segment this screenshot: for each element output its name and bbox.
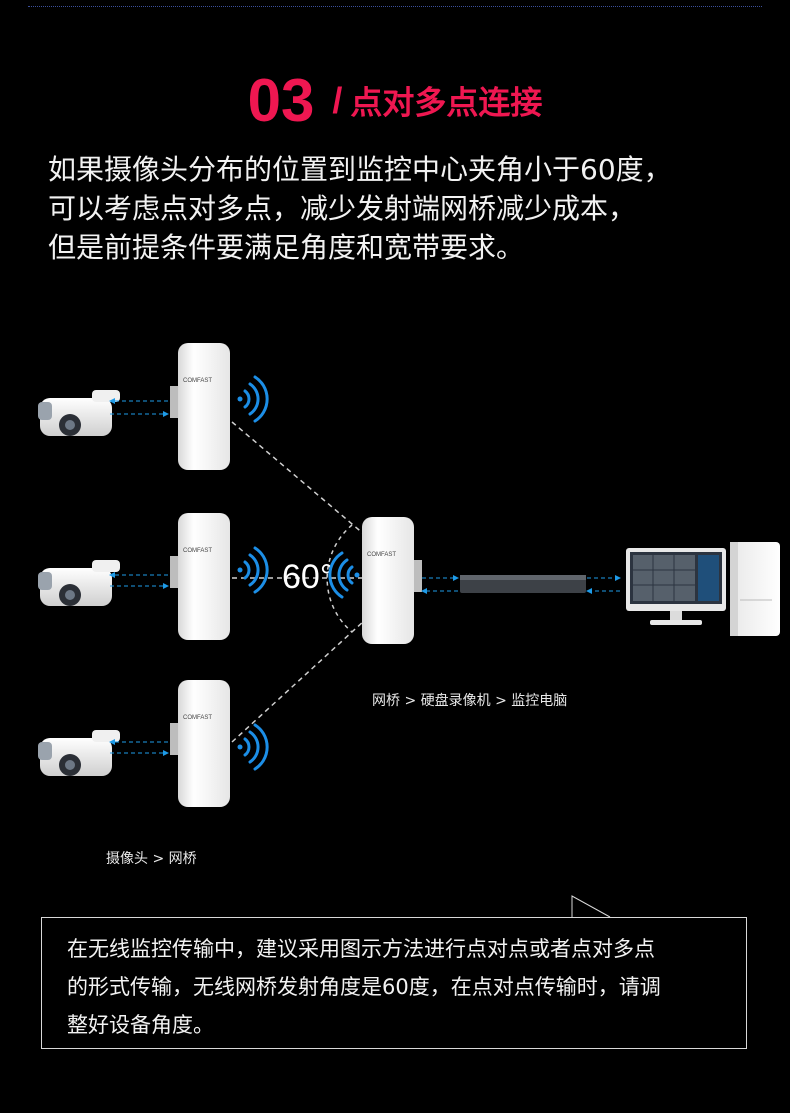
camera-1 <box>38 390 120 436</box>
bridge-3: COMFAST <box>170 680 230 807</box>
section-heading: 03 /点对多点连接 <box>0 66 790 135</box>
note-box <box>41 917 747 1049</box>
bridge-brand-label: COMFAST <box>367 552 396 558</box>
intro-line: 但是前提条件要满足角度和宽带要求。 <box>48 231 525 264</box>
wifi-signal-icon <box>237 723 269 771</box>
note-line: 的形式传输，无线网桥发射角度是60度，在点对点传输时，请调 <box>67 975 661 999</box>
intro-paragraph: 如果摄像头分布的位置到监控中心夹角小于60度， 可以考虑点对多点，减少发射端网桥… <box>48 150 768 267</box>
bridge-brand-label: COMFAST <box>183 548 212 554</box>
camera-2 <box>38 560 120 606</box>
wifi-signal-icon <box>328 551 360 599</box>
central-bridge: COMFAST <box>362 517 422 644</box>
camera-3 <box>38 730 120 776</box>
wifi-signal-icon <box>237 375 269 423</box>
pc-tower <box>730 542 780 636</box>
intro-line: 可以考虑点对多点，减少发射端网桥减少成本， <box>48 192 637 225</box>
link-line-top <box>231 421 366 536</box>
angle-arc <box>326 524 353 633</box>
nvr-recorder <box>460 575 586 593</box>
top-divider <box>28 6 762 7</box>
caption-camera-bridge: 摄像头 > 网桥 <box>106 851 197 867</box>
heading-slash: / <box>332 79 343 121</box>
link-line-bottom <box>231 619 366 743</box>
wifi-signal-icon <box>237 546 269 594</box>
bridge-brand-label: COMFAST <box>183 378 212 384</box>
intro-line: 如果摄像头分布的位置到监控中心夹角小于60度， <box>48 153 672 186</box>
note-line: 在无线监控传输中，建议采用图示方法进行点对点或者点对多点 <box>67 937 655 961</box>
section-number: 03 <box>247 67 315 134</box>
section-title: 点对多点连接 <box>350 83 543 122</box>
note-text: 在无线监控传输中，建议采用图示方法进行点对点或者点对多点 的形式传输，无线网桥发… <box>67 930 737 1044</box>
bridge-brand-label: COMFAST <box>183 715 212 721</box>
network-diagram: COMFAST COMFAST COMFAST 60° <box>38 343 780 807</box>
caption-bridge-nvr-pc: 网桥 > 硬盘录像机 > 监控电脑 <box>372 693 568 709</box>
bridge-2: COMFAST <box>170 513 230 640</box>
note-line: 整好设备角度。 <box>67 1013 214 1037</box>
angle-label: 60° <box>282 558 333 596</box>
bridge-1: COMFAST <box>170 343 230 470</box>
monitor <box>626 548 726 625</box>
